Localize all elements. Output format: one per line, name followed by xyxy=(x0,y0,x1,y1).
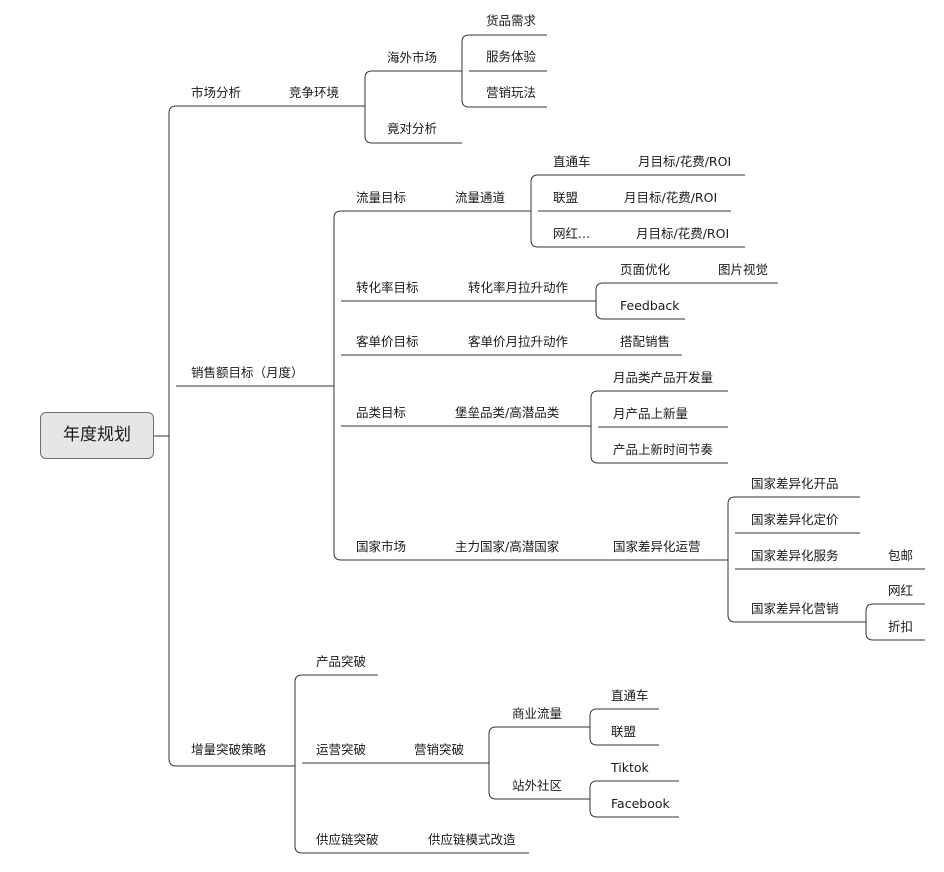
node-conversion-target[interactable]: 转化率目标 xyxy=(356,280,419,295)
spine-diff-marketing xyxy=(865,603,874,641)
spine-sales xyxy=(333,210,342,561)
node-marketing-play[interactable]: 营销玩法 xyxy=(486,85,537,100)
node-diff-service[interactable]: 国家差异化服务 xyxy=(751,548,839,563)
node-ztc[interactable]: 直通车 xyxy=(553,154,591,169)
node-main-countries[interactable]: 主力国家/高潜国家 xyxy=(455,539,560,554)
node-growth-strategy[interactable]: 增量突破策略 xyxy=(191,742,267,757)
node-ops-break[interactable]: 运营突破 xyxy=(316,742,367,757)
node-category-target[interactable]: 品类目标 xyxy=(356,405,407,420)
node-launch-rhythm[interactable]: 产品上新时间节奏 xyxy=(613,442,714,457)
spine-conversion xyxy=(595,282,604,320)
node-ztc-2[interactable]: 直通车 xyxy=(611,688,649,703)
node-diff-product[interactable]: 国家差异化开品 xyxy=(751,476,839,491)
node-offsite-community[interactable]: 站外社区 xyxy=(512,778,563,793)
node-monthly-dev[interactable]: 月品类产品开发量 xyxy=(613,370,714,385)
spine-traffic xyxy=(530,174,539,248)
node-diff-ops[interactable]: 国家差异化运营 xyxy=(613,539,701,554)
node-feedback[interactable]: Feedback xyxy=(620,298,680,313)
node-category-types[interactable]: 堡垒品类/高潜品类 xyxy=(455,405,560,420)
node-conversion-action[interactable]: 转化率月拉升动作 xyxy=(468,280,569,295)
node-tiktok[interactable]: Tiktok xyxy=(611,760,649,775)
node-diff-marketing[interactable]: 国家差异化营销 xyxy=(751,601,839,616)
node-marketing-break[interactable]: 营销突破 xyxy=(414,742,465,757)
node-monthly-new[interactable]: 月产品上新量 xyxy=(613,406,689,421)
spine-marketing xyxy=(488,726,497,800)
node-rival-analysis[interactable]: 竟对分析 xyxy=(387,121,438,136)
spine-diff xyxy=(727,496,736,623)
node-overseas-market[interactable]: 海外市场 xyxy=(387,50,438,65)
spine-category xyxy=(590,390,599,464)
spine-overseas xyxy=(461,34,470,108)
node-sales-target[interactable]: 销售额目标（月度） xyxy=(191,365,304,380)
node-alliance-goal[interactable]: 月目标/花费/ROI xyxy=(624,190,718,205)
node-commercial-traffic[interactable]: 商业流量 xyxy=(512,706,563,721)
node-page-optimization[interactable]: 页面优化 xyxy=(620,262,671,277)
node-image-visual[interactable]: 图片视觉 xyxy=(718,262,769,277)
root-node-label: 年度规划 xyxy=(63,425,131,445)
node-facebook[interactable]: Facebook xyxy=(611,796,670,811)
node-ztc-goal[interactable]: 月目标/花费/ROI xyxy=(638,154,732,169)
node-competition[interactable]: 竞争环境 xyxy=(289,85,340,100)
spine-commercial xyxy=(589,708,598,746)
spine-growth xyxy=(294,674,303,854)
node-bundle-sales[interactable]: 搭配销售 xyxy=(620,334,671,349)
node-alliance-2[interactable]: 联盟 xyxy=(611,724,637,739)
node-influencer-goal[interactable]: 月目标/花费/ROI xyxy=(636,226,730,241)
node-free-shipping[interactable]: 包邮 xyxy=(888,548,914,563)
spine-offsite xyxy=(589,780,598,818)
node-supply-break[interactable]: 供应链突破 xyxy=(316,832,379,847)
spine-competition xyxy=(364,70,373,144)
node-influencer-2[interactable]: 网红 xyxy=(888,583,914,598)
node-diff-pricing[interactable]: 国家差异化定价 xyxy=(751,512,839,527)
node-aov-target[interactable]: 客单价目标 xyxy=(356,334,419,349)
node-aov-action[interactable]: 客单价月拉升动作 xyxy=(468,334,569,349)
root-node-box[interactable] xyxy=(40,412,154,459)
node-market-analysis[interactable]: 市场分析 xyxy=(191,85,242,100)
node-goods-demand[interactable]: 货品需求 xyxy=(486,13,537,28)
node-supply-model[interactable]: 供应链模式改造 xyxy=(428,832,516,847)
node-country-market[interactable]: 国家市场 xyxy=(356,539,407,554)
spine-level1 xyxy=(168,105,177,767)
node-influencer[interactable]: 网红... xyxy=(553,226,590,241)
node-discount[interactable]: 折扣 xyxy=(888,619,914,634)
node-service-experience[interactable]: 服务体验 xyxy=(486,49,537,64)
node-alliance[interactable]: 联盟 xyxy=(553,190,579,205)
node-traffic-channel[interactable]: 流量通道 xyxy=(455,190,506,205)
node-product-break[interactable]: 产品突破 xyxy=(316,654,367,669)
node-traffic-target[interactable]: 流量目标 xyxy=(356,190,407,205)
